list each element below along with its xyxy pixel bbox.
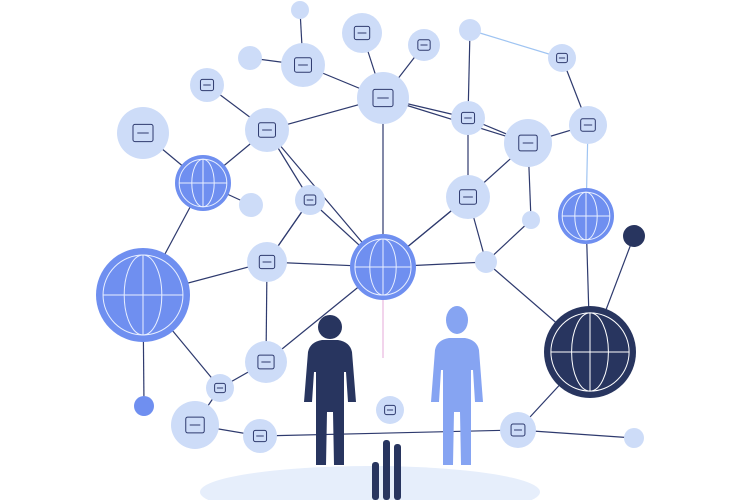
- tech-icon: [258, 254, 276, 270]
- tech-icon: [303, 194, 317, 206]
- network-node: [522, 211, 540, 229]
- pedestal-bar: [383, 440, 390, 500]
- network-nodes: [96, 1, 645, 453]
- network-node: [281, 43, 325, 87]
- tech-icon: [257, 354, 275, 370]
- pedestal-bars: [372, 440, 401, 500]
- network-node: [190, 68, 224, 102]
- tech-icon: [294, 57, 312, 73]
- network-node: [342, 13, 382, 53]
- network-edge: [259, 429, 519, 437]
- network-node: [504, 119, 552, 167]
- tech-icon: [252, 429, 268, 443]
- network-node: [408, 29, 440, 61]
- tech-icon: [460, 111, 476, 125]
- network-node: [569, 106, 607, 144]
- network-node: [171, 401, 219, 449]
- network-node: [295, 185, 325, 215]
- network-node: [206, 374, 234, 402]
- network-node: [624, 428, 644, 448]
- network-edge: [517, 429, 635, 439]
- ground-platform: [200, 466, 540, 500]
- globe-icon: [102, 254, 184, 336]
- network-node: [245, 108, 289, 152]
- globe-node: [558, 188, 614, 244]
- network-node: [291, 1, 309, 19]
- network-node: [376, 396, 404, 424]
- tech-icon: [353, 25, 371, 41]
- network-node: [500, 412, 536, 448]
- globe-node: [96, 248, 190, 342]
- globe-icon: [354, 238, 412, 296]
- network-node: [117, 107, 169, 159]
- network-node: [238, 46, 262, 70]
- network-node: [239, 193, 263, 217]
- tech-icon: [510, 423, 526, 437]
- tech-icon: [214, 382, 226, 394]
- tech-icon: [132, 123, 154, 143]
- tech-icon: [258, 122, 276, 138]
- pedestal-bar: [394, 444, 401, 500]
- network-node: [245, 341, 287, 383]
- network-node: [247, 242, 287, 282]
- tech-icon: [518, 134, 538, 152]
- tech-icon: [199, 78, 215, 92]
- tech-icon: [459, 189, 477, 205]
- tech-icon: [372, 88, 394, 108]
- tech-icon: [556, 52, 568, 64]
- globe-node: [350, 234, 416, 300]
- network-node: [451, 101, 485, 135]
- person-light-figure: [431, 306, 483, 465]
- network-edge: [469, 29, 563, 59]
- globe-icon: [561, 191, 611, 241]
- network-node: [243, 419, 277, 453]
- network-node: [459, 19, 481, 41]
- tech-icon: [580, 118, 596, 132]
- network-node: [548, 44, 576, 72]
- tech-icon: [185, 416, 205, 434]
- globe-node: [134, 396, 154, 416]
- person-dark-figure: [304, 315, 356, 465]
- network-node: [446, 175, 490, 219]
- globe-node: [544, 306, 636, 398]
- network-node: [357, 72, 409, 124]
- tech-icon: [384, 404, 396, 416]
- globe-node: [623, 225, 645, 247]
- pedestal-bar: [372, 462, 379, 500]
- tech-icon: [417, 39, 431, 51]
- globe-icon: [550, 312, 630, 392]
- globe-node: [175, 155, 231, 211]
- network-node: [475, 251, 497, 273]
- globe-icon: [178, 158, 228, 208]
